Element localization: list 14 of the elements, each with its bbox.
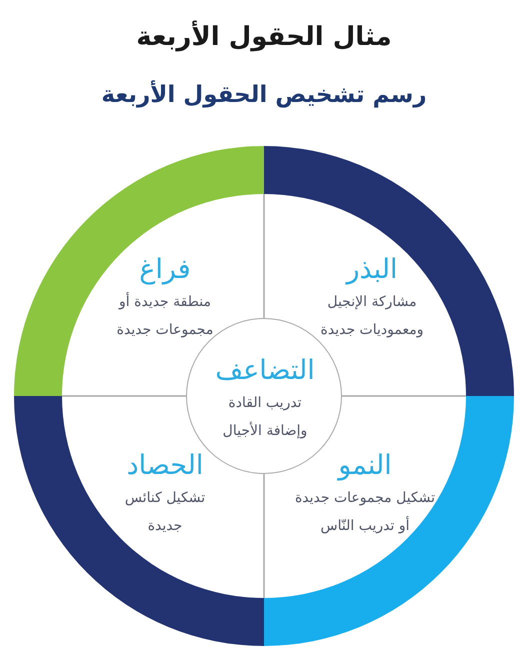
field-heading: فراغ — [138, 253, 192, 287]
quadrant-segment — [264, 396, 514, 646]
field-heading: التضاعف — [214, 354, 316, 388]
title: مثال الحقول الأربعة — [135, 22, 393, 52]
field-heading: الحصاد — [126, 449, 204, 483]
field-heading: البذر — [344, 253, 399, 287]
field-description: منطقة جديدة أو مجموعات جديدة — [116, 291, 214, 340]
field-heading: النمو — [336, 449, 393, 483]
subtitle: رسم تشخيص الحقول الأربعة — [100, 82, 428, 108]
field-description: تشكيل كنائس جديدة — [124, 489, 206, 536]
quadrant-segment — [14, 396, 264, 646]
field-description: تدريب القادة وإضافة الأجيال — [222, 394, 308, 441]
field-description: تشكيل مجموعات جديدة أو تدريب النّاس — [294, 489, 436, 536]
field-description: مشاركة الإنجيل ومعموديات جديدة — [320, 293, 424, 340]
